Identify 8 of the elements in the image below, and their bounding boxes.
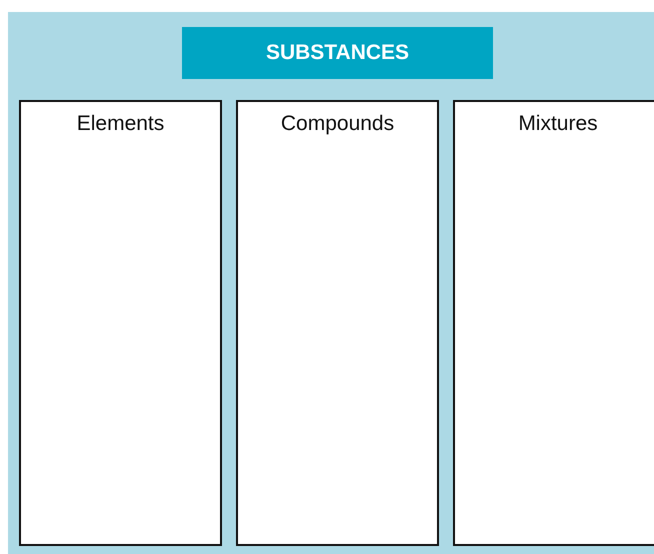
column-box (236, 100, 439, 546)
banner-heading: SUBSTANCES (266, 41, 410, 65)
title-banner (182, 27, 493, 79)
column-box (19, 100, 222, 546)
column-heading: Elements (76, 112, 166, 136)
column-heading: Mixtures (517, 112, 599, 136)
column-box (453, 100, 654, 546)
column-heading: Compounds (280, 112, 396, 136)
